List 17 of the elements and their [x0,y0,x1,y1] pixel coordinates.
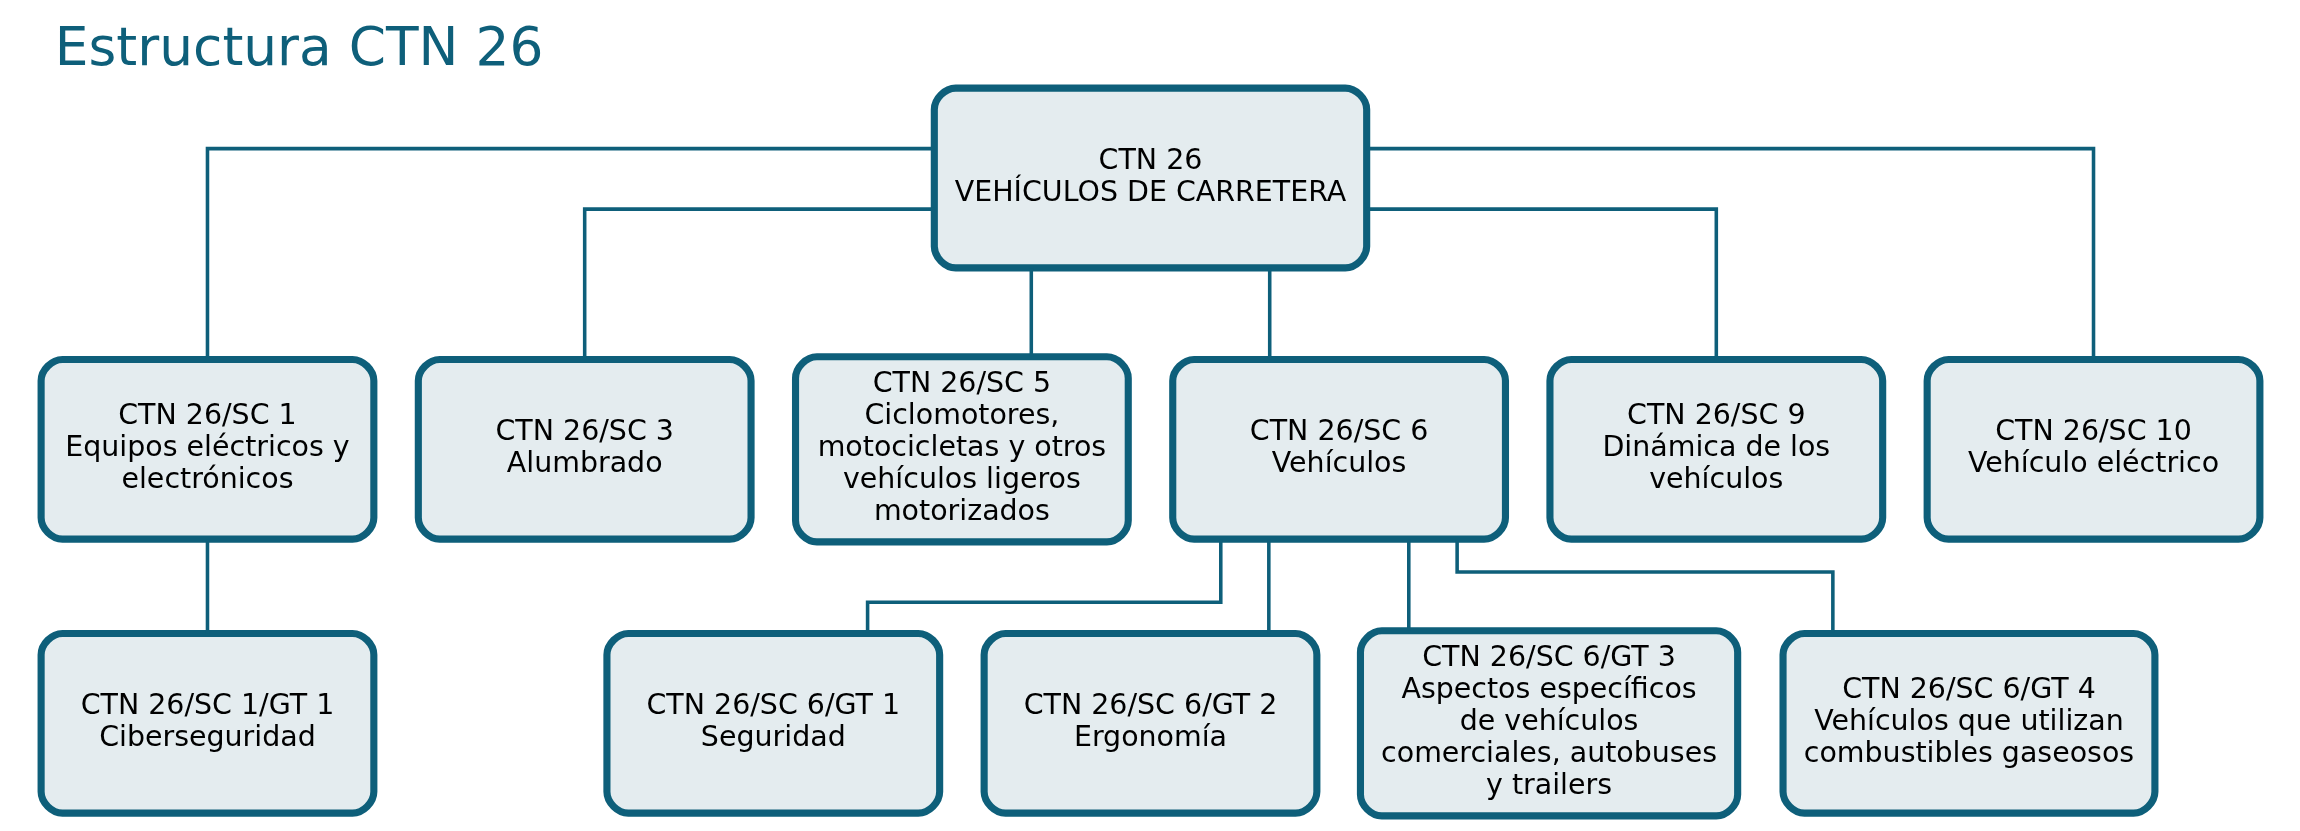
node-box: CTN 26/SC 6/GT 1 Seguridad [602,629,943,817]
node-box: CTN 26/SC 3 Alumbrado [414,355,755,543]
node-box: CTN 26 VEHÍCULOS DE CARRETERA [930,84,1370,272]
node-box: CTN 26/SC 5 Ciclomotores, motocicletas y otros vehículos ligeros motorizados [791,353,1132,546]
node-box: CTN 26/SC 6/GT 4 Vehículos que utilizan combustibles gaseosos [1779,629,2158,817]
node-box: CTN 26/SC 6 Vehículos [1168,355,1509,543]
node-box: CTN 26/SC 6/GT 2 Ergonomía [980,629,1320,817]
node-box: CTN 26/SC 6/GT 3 Aspectos específicos de vehículos comerciales, autobuses y trailers [1356,627,1741,820]
connector [1029,268,1033,357]
node-box: CTN 26/SC 9 Dinámica de los vehículos [1545,355,1886,543]
connector [1454,539,1835,633]
node-box: CTN 26/SC 10 Vehículo eléctrico [1923,355,2263,543]
diagram-title: Estructura CTN 26 [54,14,543,78]
connector [865,539,1223,633]
node-box: CTN 26/SC 1 Equipos eléctricos y electrónicos [37,355,377,543]
node-box: CTN 26/SC 1/GT 1 Ciberseguridad [37,629,377,817]
connector [1406,539,1411,631]
